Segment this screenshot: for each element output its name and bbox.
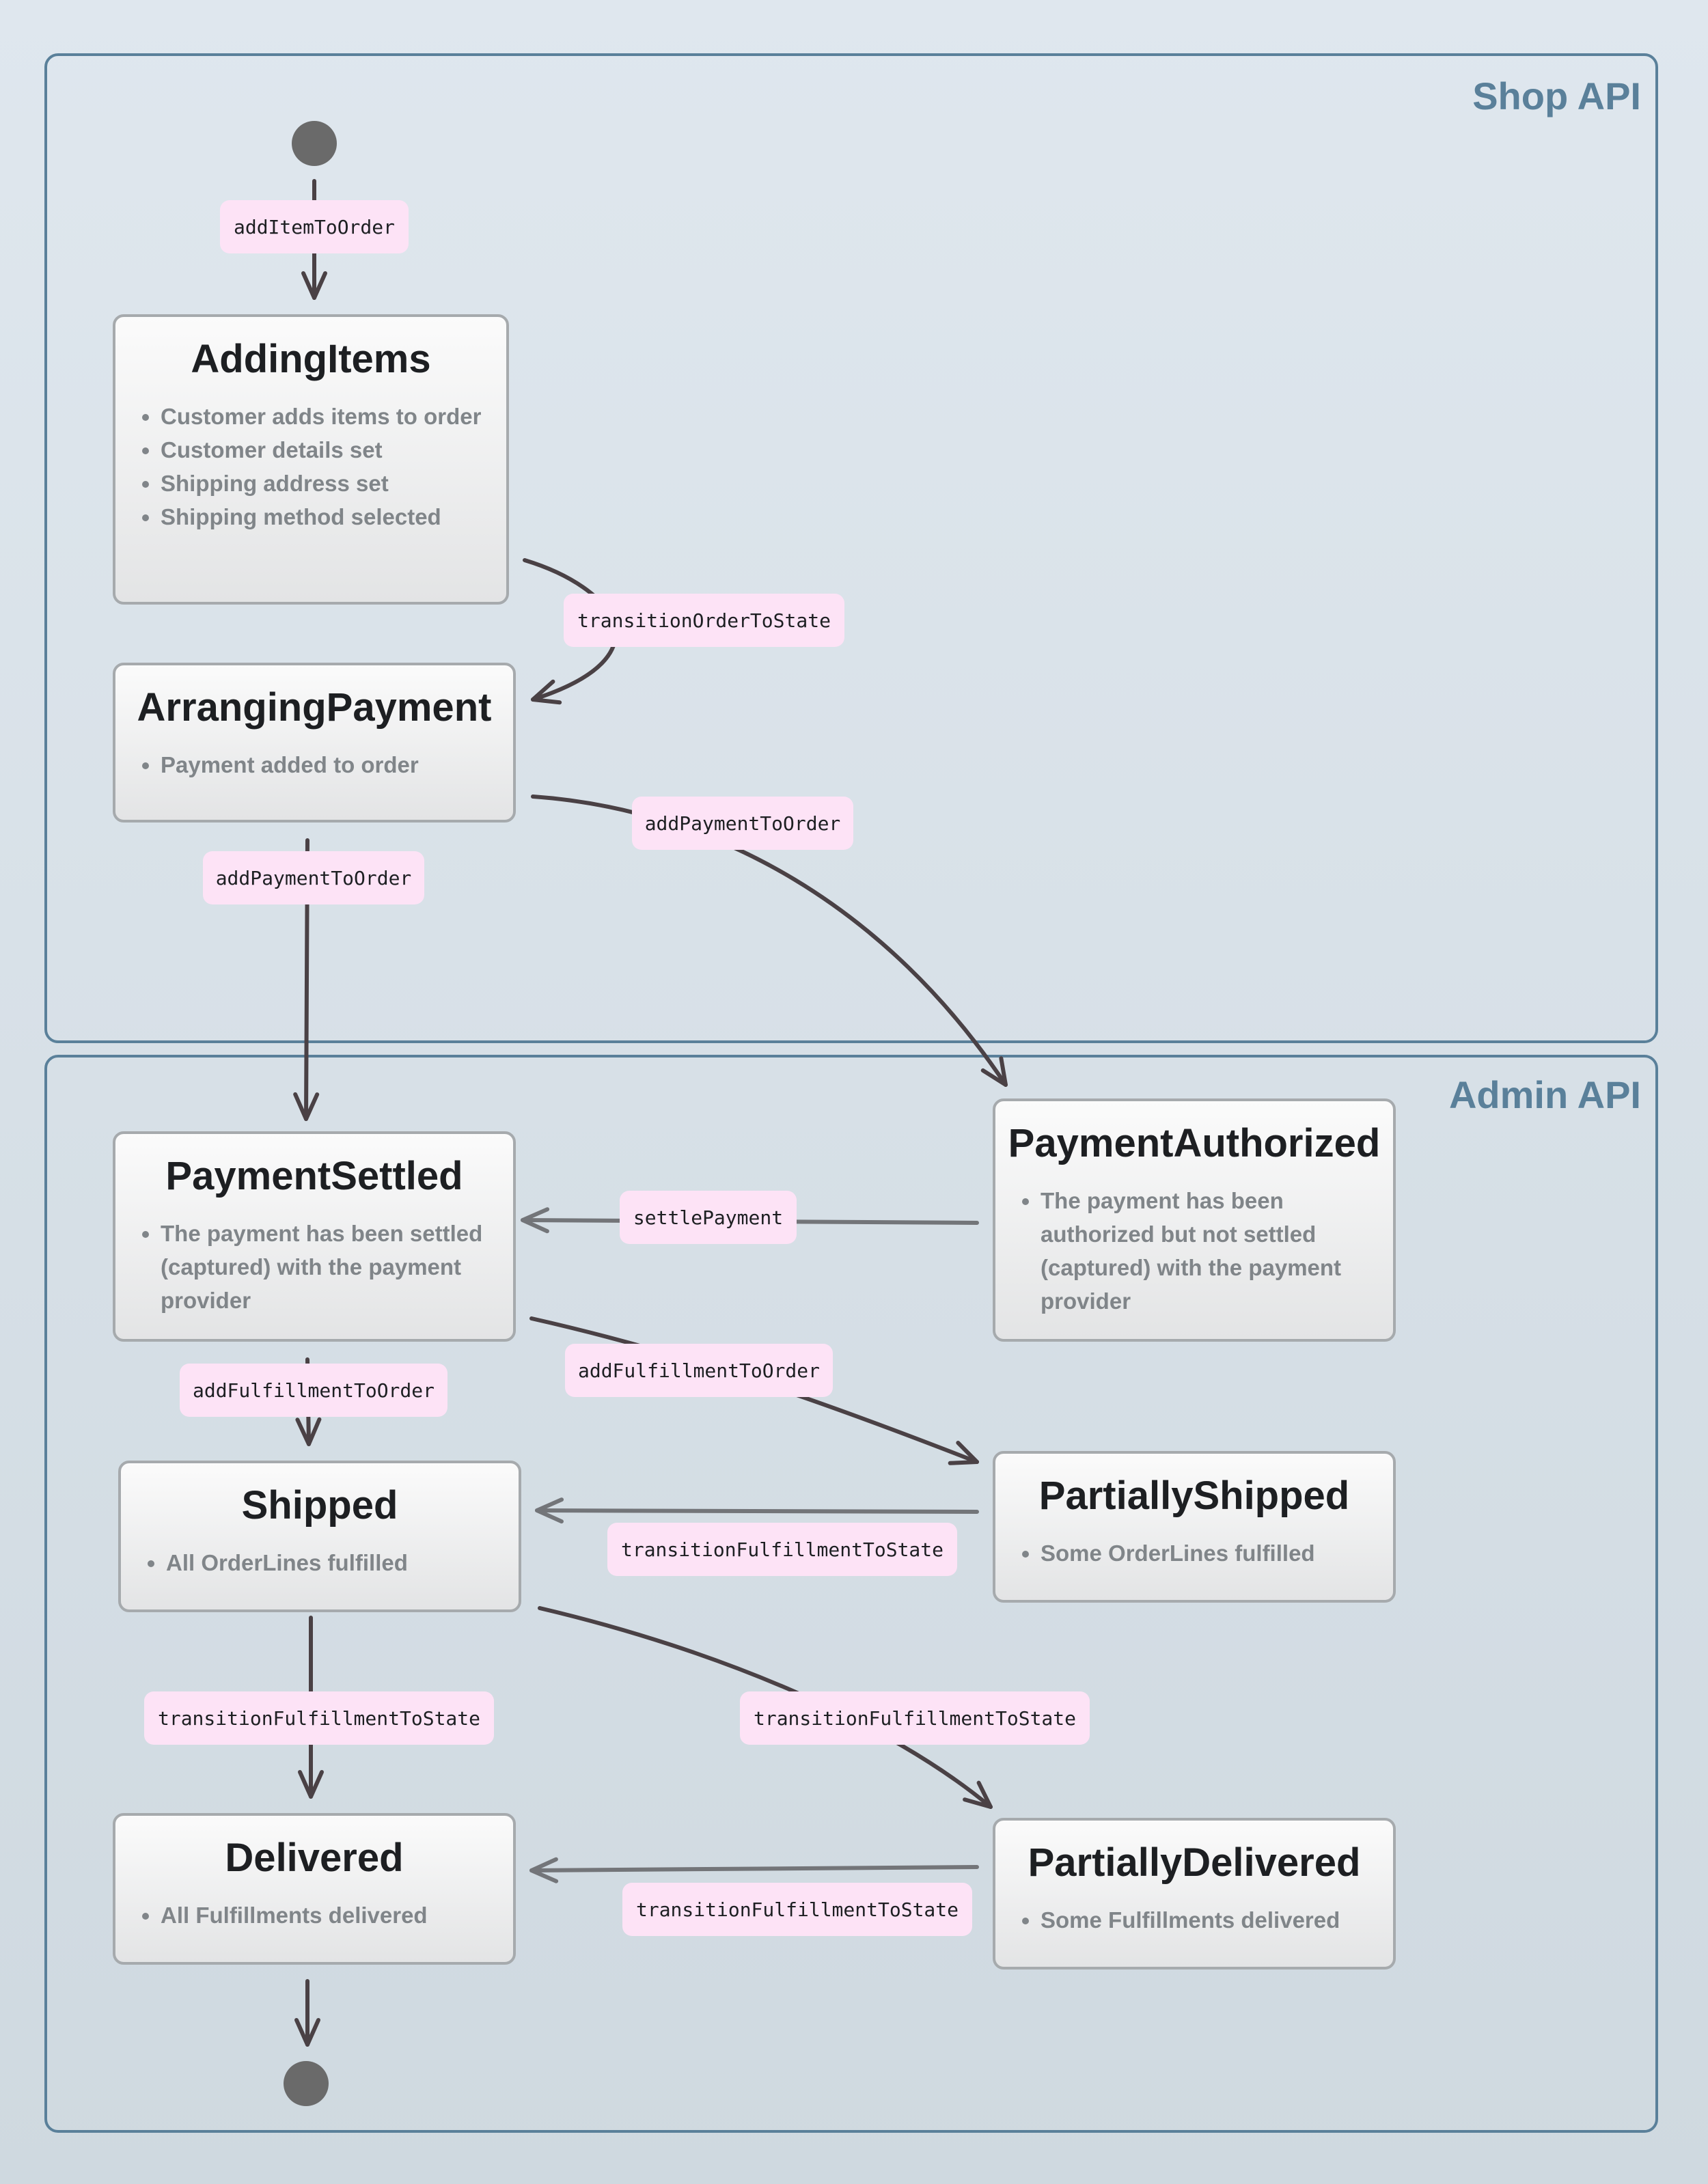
state-title: ArrangingPayment xyxy=(137,685,492,730)
final-state-icon xyxy=(284,2061,329,2106)
bullet-item: All OrderLines fulfilled xyxy=(166,1546,502,1579)
state-bullets: All Fulfillments delivered xyxy=(115,1898,513,1932)
state-title: PaymentAuthorized xyxy=(1008,1121,1381,1165)
state-title: Delivered xyxy=(225,1836,404,1880)
bullet-item: Some OrderLines fulfilled xyxy=(1041,1536,1377,1570)
state-bullets: The payment has been settled (captured) … xyxy=(115,1217,513,1317)
admin-api-region xyxy=(44,1055,1658,2133)
label-add-payment-authorized: addPaymentToOrder xyxy=(632,797,853,850)
bullet-item: Shipping method selected xyxy=(161,500,490,534)
state-bullets: Customer adds items to order Customer de… xyxy=(115,400,506,534)
label-settle-payment: settlePayment xyxy=(620,1191,797,1244)
shop-api-region xyxy=(44,53,1658,1043)
state-bullets: Payment added to order xyxy=(115,748,513,782)
state-adding-items[interactable]: AddingItems Customer adds items to order… xyxy=(113,314,509,605)
state-arranging-payment[interactable]: ArrangingPayment Payment added to order xyxy=(113,663,516,823)
label-add-item-to-order: addItemToOrder xyxy=(220,200,409,253)
bullet-item: The payment has been settled (captured) … xyxy=(161,1217,497,1317)
state-title: AddingItems xyxy=(191,337,431,381)
state-bullets: Some OrderLines fulfilled xyxy=(995,1536,1393,1570)
bullet-item: Shipping address set xyxy=(161,467,490,500)
bullet-item: All Fulfillments delivered xyxy=(161,1898,497,1932)
state-payment-authorized[interactable]: PaymentAuthorized The payment has been a… xyxy=(993,1098,1396,1342)
label-shipped-to-delivered: transitionFulfillmentToState xyxy=(144,1691,494,1745)
bullet-item: Customer details set xyxy=(161,433,490,467)
label-partially-delivered-to-delivered: transitionFulfillmentToState xyxy=(622,1883,972,1936)
edge-partially-delivered-to-delivered xyxy=(529,1857,979,1883)
state-bullets: The payment has been authorized but not … xyxy=(995,1184,1393,1318)
state-title: Shipped xyxy=(241,1483,398,1528)
bullet-item: The payment has been authorized but not … xyxy=(1041,1184,1377,1318)
initial-state-icon xyxy=(292,121,337,166)
label-shipped-to-partially-delivered: transitionFulfillmentToState xyxy=(740,1691,1090,1745)
bullet-item: Some Fulfillments delivered xyxy=(1041,1903,1377,1937)
state-partially-delivered[interactable]: PartiallyDelivered Some Fulfillments del… xyxy=(993,1818,1396,1969)
edge-partially-shipped-to-shipped xyxy=(535,1497,979,1524)
state-bullets: All OrderLines fulfilled xyxy=(121,1546,519,1579)
state-shipped[interactable]: Shipped All OrderLines fulfilled xyxy=(118,1461,521,1612)
shop-api-title: Shop API xyxy=(1472,74,1641,118)
label-transition-order-to-state: transitionOrderToState xyxy=(564,594,844,647)
bullet-item: Customer adds items to order xyxy=(161,400,490,433)
edge-shipped-to-partially-delivered xyxy=(538,1606,993,1809)
state-delivered[interactable]: Delivered All Fulfillments delivered xyxy=(113,1813,516,1965)
bullet-item: Payment added to order xyxy=(161,748,497,782)
label-partially-shipped-to-shipped: transitionFulfillmentToState xyxy=(607,1523,957,1576)
label-add-payment-settled: addPaymentToOrder xyxy=(203,851,424,904)
edge-arranging-payment-to-payment-authorized xyxy=(531,794,1008,1087)
label-add-fulfillment-shipped: addFulfillmentToOrder xyxy=(180,1364,447,1417)
admin-api-title: Admin API xyxy=(1448,1073,1641,1116)
state-payment-settled[interactable]: PaymentSettled The payment has been sett… xyxy=(113,1131,516,1342)
state-bullets: Some Fulfillments delivered xyxy=(995,1903,1393,1937)
state-title: PartiallyDelivered xyxy=(1028,1840,1361,1885)
state-partially-shipped[interactable]: PartiallyShipped Some OrderLines fulfill… xyxy=(993,1451,1396,1603)
state-title: PaymentSettled xyxy=(165,1154,463,1198)
state-title: PartiallyShipped xyxy=(1038,1474,1350,1518)
label-add-fulfillment-partial: addFulfillmentToOrder xyxy=(565,1344,833,1397)
